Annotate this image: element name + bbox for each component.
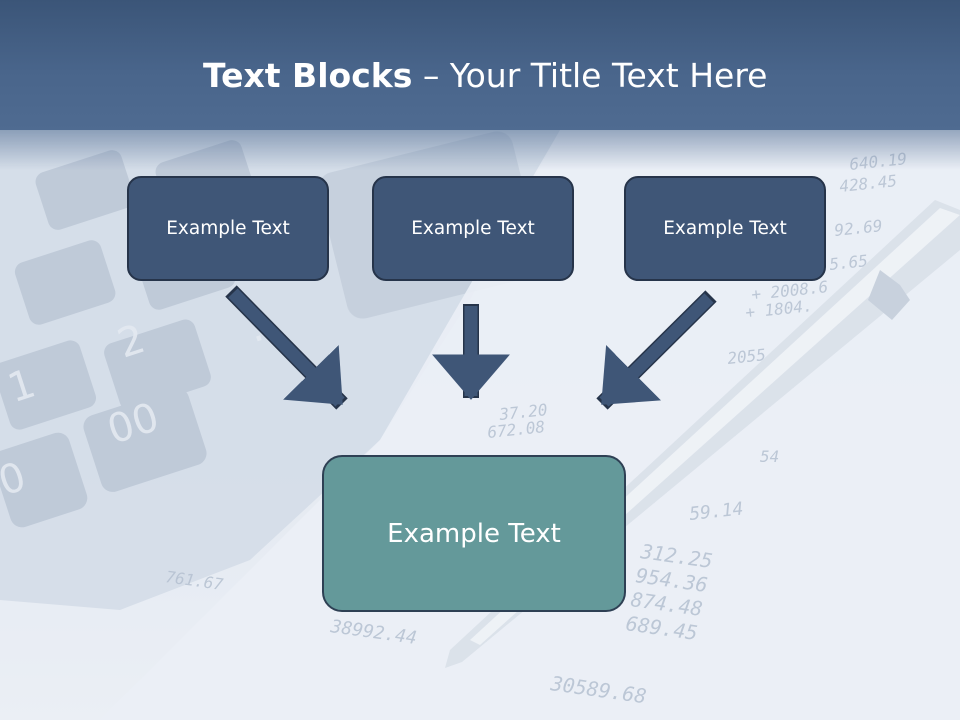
title-rest-text: Your Title Text Here: [449, 56, 768, 95]
title-dash: –: [412, 56, 450, 95]
text-block-2-label: Example Text: [411, 218, 535, 239]
arrow-left: [225, 285, 348, 410]
target-text-block[interactable]: Example Text: [322, 455, 626, 612]
arrow-right: [596, 290, 717, 410]
text-block-2[interactable]: Example Text: [372, 176, 574, 281]
svg-text:92.69: 92.69: [833, 216, 883, 240]
slide-title: Text Blocks – Your Title Text Here: [203, 52, 767, 100]
text-block-1-label: Example Text: [166, 218, 290, 239]
svg-text:5.65: 5.65: [828, 251, 868, 274]
target-text-block-label: Example Text: [387, 518, 561, 549]
svg-text:2055: 2055: [726, 345, 766, 368]
svg-text:54: 54: [760, 447, 779, 466]
title-bold-text: Text Blocks: [203, 56, 413, 95]
title-bar: [0, 0, 960, 170]
text-block-3-label: Example Text: [663, 218, 787, 239]
text-block-3[interactable]: Example Text: [624, 176, 826, 281]
text-block-1[interactable]: Example Text: [127, 176, 329, 281]
